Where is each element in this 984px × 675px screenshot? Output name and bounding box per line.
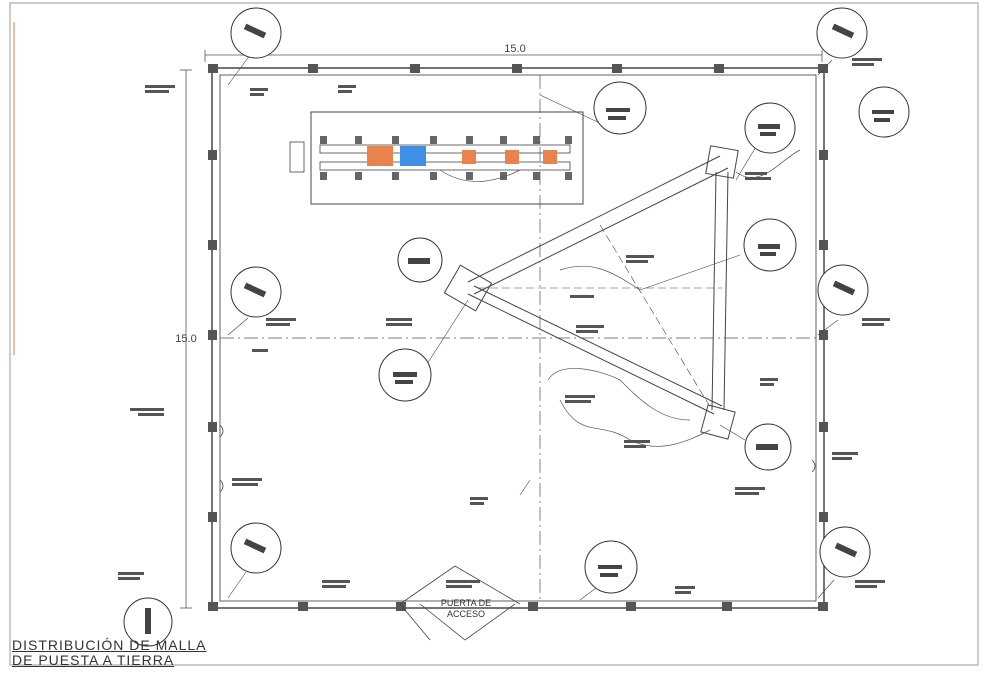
left-dimension-label: 15.0 <box>175 333 196 345</box>
tower-structure <box>443 145 739 440</box>
ground-conductors <box>439 149 801 447</box>
drawing-title-line2: DE PUESTA A TIERRA <box>12 652 175 668</box>
detail-callouts <box>123 7 910 647</box>
blue-block <box>400 146 426 166</box>
gate-label-line2: ACCESO <box>447 609 485 619</box>
sheet-border <box>9 2 979 666</box>
top-dimension-label: 15.0 <box>504 43 525 55</box>
centre-lines <box>220 75 816 600</box>
gate-label-line1: PUERTA DE <box>441 598 491 608</box>
fence-posts <box>208 64 828 611</box>
equipment-skid <box>289 111 584 205</box>
test-boxes <box>219 424 816 493</box>
orange-block <box>367 146 393 166</box>
drawing-title-line1: DISTRIBUCIÓN DE MALLA <box>12 637 207 653</box>
callout-glyphs <box>145 23 894 634</box>
access-gate <box>399 565 521 641</box>
note-text-blocks <box>118 58 890 594</box>
